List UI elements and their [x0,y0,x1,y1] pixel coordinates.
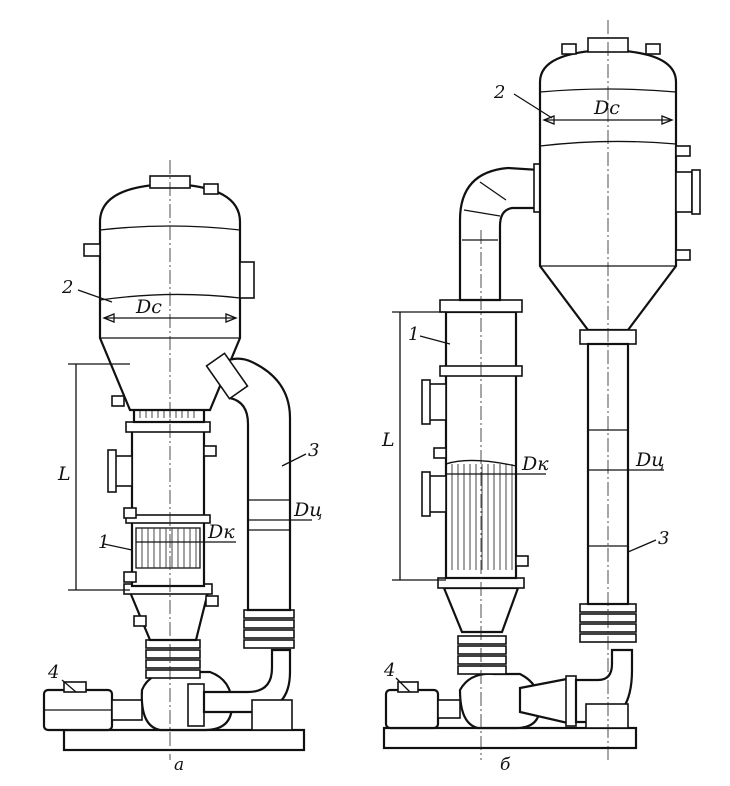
elbow-support-b [585,703,629,729]
heater-mid-flange-a [125,514,211,524]
bellows-left-b [457,635,507,675]
label-part-1-a: 1 [98,532,109,553]
valve-a-2 [123,507,137,519]
pipe-flange-a [205,352,249,400]
label-part-3-b: 3 [658,528,669,549]
label-dc-b: Dc [593,97,620,119]
label-part-2-b: 2 [493,82,505,103]
coupling-b [437,699,461,719]
label-dk-a: Dк [207,521,235,543]
top-valve-b-2 [645,43,661,55]
side-nozzle-b [675,171,693,213]
heater-body-a [130,428,206,588]
label-part-3-a: 3 [308,440,319,461]
apparatus-a: Dc L Dк Dц 1 2 3 4 а [42,160,323,775]
top-valve-b-1 [561,43,577,55]
label-l-b: L [381,429,395,451]
cone-valve-a [111,395,125,407]
side-valve-b-1 [675,145,691,157]
side-valve-a [83,243,101,257]
apparatus-b: Dc L Dк Dц 1 2 3 4 б [381,20,701,775]
side-valve-b-2 [675,249,691,261]
valve-b-2 [515,555,529,567]
caption-a: а [174,755,184,775]
elbow-support-a [251,699,293,731]
label-part-4-a: 4 [47,662,59,683]
side-nozzle-a [239,261,255,299]
base-plate-a [62,728,306,752]
label-l-a: L [57,463,71,485]
circulation-pipe-a [210,357,292,612]
valve-a-1 [203,445,217,457]
label-dc2-b: Dц [635,449,665,471]
heater-top-flange-a [125,421,211,433]
tube-bundle-a [135,527,201,569]
valve-a-5 [133,615,147,627]
coupling-a [111,699,143,721]
caption-b: б [500,755,511,775]
valve-a-4 [205,595,219,607]
base-plate-b [382,726,638,750]
top-valve-a [203,183,219,195]
bellows-right-a [243,609,295,649]
valve-b-1 [433,447,447,459]
label-dk-b: Dк [521,453,549,475]
label-part-4-b: 4 [383,660,395,681]
motor-terminal-a [63,681,87,693]
label-part-1-b: 1 [408,324,419,345]
tube-bundle-b [445,459,517,570]
bellows-left-a [145,639,201,679]
label-part-2-a: 2 [61,277,73,298]
motor-terminal-b [397,681,419,693]
label-dc-a: Dc [135,296,162,318]
pump-motor-b [384,688,440,730]
vapor-elbow-b [458,166,542,302]
valve-a-3 [123,571,137,583]
pump-flange-a [187,683,205,727]
label-dc2-a: Dц [293,499,323,521]
